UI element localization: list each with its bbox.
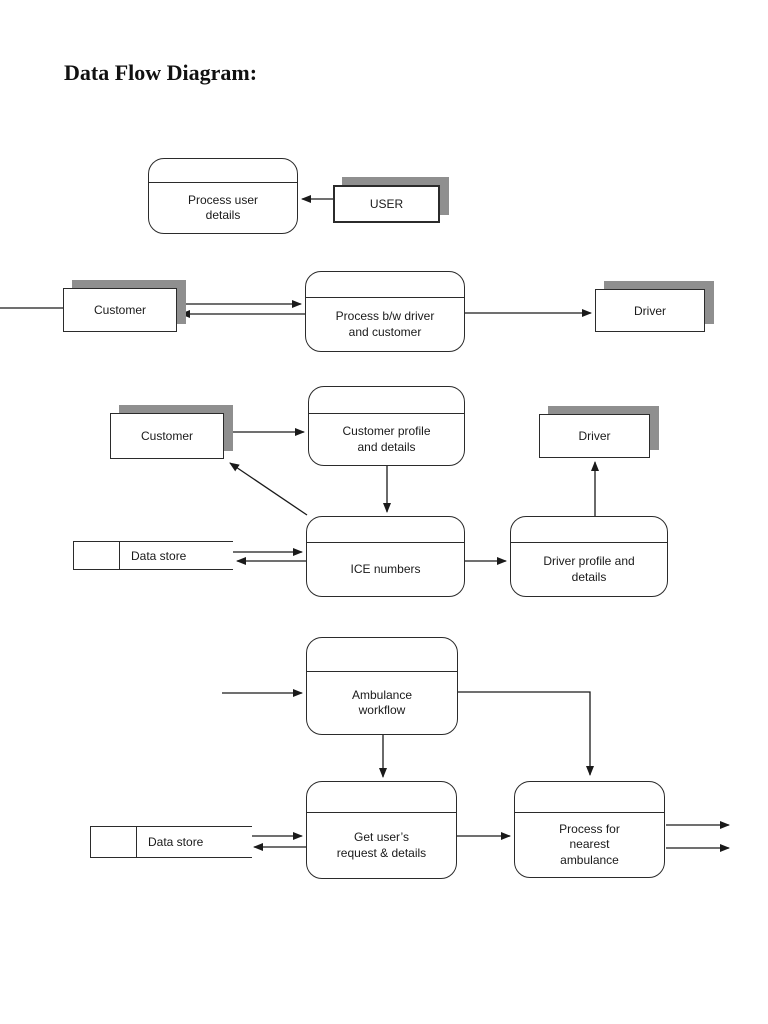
datastore-2: Data store bbox=[90, 826, 252, 858]
process-divider bbox=[515, 782, 664, 813]
datastore-cell bbox=[74, 542, 120, 569]
process-divider bbox=[307, 638, 457, 672]
process-ice-numbers: ICE numbers bbox=[306, 516, 465, 597]
datastore-label: Data store bbox=[131, 548, 187, 563]
flow-ice-to-customer bbox=[229, 462, 308, 516]
process-nearest-ambulance: Process for nearest ambulance bbox=[514, 781, 665, 878]
datastore-cell bbox=[91, 827, 137, 857]
datastore-1: Data store bbox=[73, 541, 233, 570]
process-label: Get user’s request & details bbox=[336, 830, 427, 860]
process-label: Process b/w driver and customer bbox=[335, 309, 435, 339]
datastore-label: Data store bbox=[148, 835, 204, 849]
process-user-details: Process user details bbox=[148, 158, 298, 234]
process-divider bbox=[309, 387, 464, 414]
process-driver-profile: Driver profile and details bbox=[510, 516, 668, 597]
process-divider bbox=[149, 159, 297, 183]
entity-label: USER bbox=[333, 185, 440, 223]
entity-customer-2: Customer bbox=[110, 405, 233, 459]
entity-customer-1: Customer bbox=[63, 280, 186, 332]
process-divider bbox=[306, 272, 464, 298]
process-label: Ambulance workflow bbox=[351, 687, 413, 717]
process-label: Process for nearest ambulance bbox=[559, 821, 620, 867]
entity-label: Customer bbox=[63, 288, 177, 332]
process-label: ICE numbers bbox=[350, 561, 421, 576]
process-ambulance-workflow: Ambulance workflow bbox=[306, 637, 458, 735]
entity-label: Customer bbox=[110, 413, 224, 459]
process-customer-profile: Customer profile and details bbox=[308, 386, 465, 466]
flow-ambulance-to-process-nearest bbox=[458, 691, 594, 776]
process-divider bbox=[307, 782, 456, 813]
process-divider bbox=[511, 517, 667, 543]
entity-user: USER bbox=[333, 177, 449, 223]
process-divider bbox=[307, 517, 464, 543]
entity-driver-2: Driver bbox=[539, 406, 659, 458]
process-get-users-request: Get user’s request & details bbox=[306, 781, 457, 879]
page-title: Data Flow Diagram: bbox=[64, 60, 258, 85]
entity-label: Driver bbox=[595, 289, 705, 332]
process-label: Driver profile and details bbox=[543, 554, 635, 584]
entity-label: Driver bbox=[539, 414, 650, 458]
process-bw-driver-customer: Process b/w driver and customer bbox=[305, 271, 465, 352]
process-label: Customer profile and details bbox=[342, 424, 431, 454]
entity-driver-1: Driver bbox=[595, 281, 714, 332]
process-label: Process user details bbox=[187, 192, 259, 222]
